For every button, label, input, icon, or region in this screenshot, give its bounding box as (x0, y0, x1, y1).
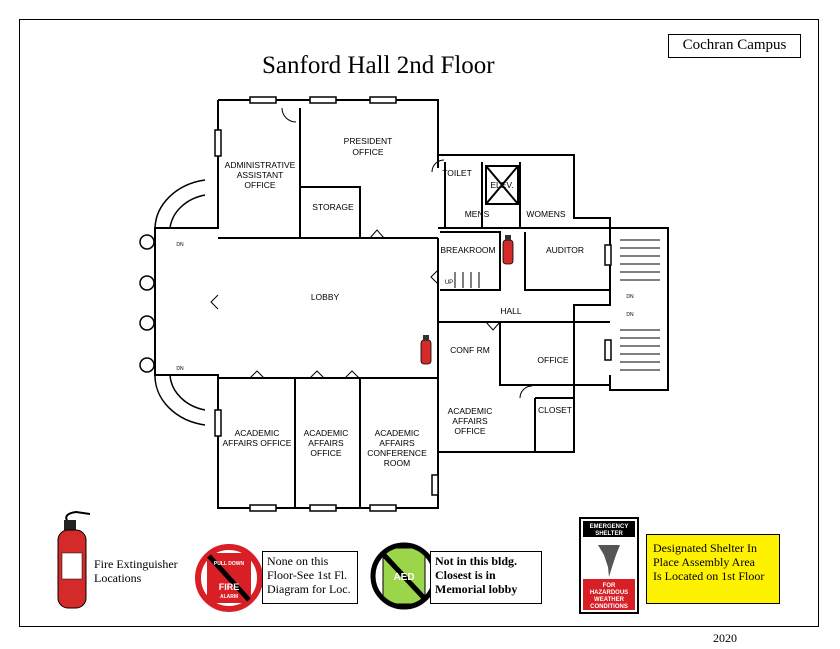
legend-extinguisher-icon (57, 510, 91, 609)
wall-main (218, 99, 439, 168)
stair-dn-label-lower-left: DN (176, 366, 184, 372)
room-hall: HALL (500, 306, 522, 316)
room-storage: STORAGE (312, 202, 354, 212)
extinguisher-marker-lobby (420, 335, 432, 365)
legend-fire-alarm-note: None on this Floor-See 1st Fl. Diagram f… (262, 551, 358, 604)
room-closet: CLOSET (538, 405, 572, 415)
svg-text:HAZARDOUS: HAZARDOUS (590, 590, 628, 596)
legend-aed-note: Not in this bldg. Closest is in Memorial… (430, 551, 542, 604)
room-elev: ELEV. (490, 180, 513, 190)
legend-aed-sign: AED (370, 542, 438, 610)
campus-label: Cochran Campus (668, 34, 801, 58)
stair-up-label: UP (445, 280, 453, 286)
svg-text:CONDITIONS: CONDITIONS (590, 604, 628, 610)
svg-text:AED: AED (393, 572, 414, 583)
room-breakroom: BREAKROOM (440, 245, 495, 255)
page-title: Sanford Hall 2nd Floor (262, 52, 495, 79)
legend-shelter-note: Designated Shelter In Place Assembly Are… (646, 534, 780, 604)
stair-dn-label-right-2: DN (626, 312, 634, 318)
room-auditor: AUDITOR (546, 245, 584, 255)
svg-text:SHELTER: SHELTER (595, 531, 623, 537)
stair-dn-label-right-1: DN (626, 294, 634, 300)
footer-year: 2020 (713, 631, 737, 645)
map-frame (19, 19, 819, 627)
extinguisher-marker-breakroom (502, 235, 514, 265)
svg-text:ALARM: ALARM (220, 594, 238, 600)
svg-text:FIRE: FIRE (219, 582, 240, 592)
legend-fire-alarm-sign: PULL DOWN FIRE ALARM (195, 544, 263, 612)
legend-shelter-sign: EMERGENCY SHELTER FOR HAZARDOUS WEATHER … (579, 517, 639, 614)
room-mens: MENS (465, 209, 490, 219)
room-toilet: TOILET (442, 168, 472, 178)
svg-text:WEATHER: WEATHER (594, 597, 625, 603)
svg-text:EMERGENCY: EMERGENCY (590, 524, 629, 530)
svg-text:PULL DOWN: PULL DOWN (214, 561, 245, 567)
room-conf-rm: CONF RM (450, 345, 490, 355)
wall-stair (609, 227, 669, 391)
wall-main-left (154, 100, 439, 509)
svg-text:FOR: FOR (603, 583, 616, 589)
room-womens: WOMENS (526, 209, 566, 219)
stair-dn-label-upper-left: DN (176, 242, 184, 248)
legend-extinguisher-label: Fire Extinguisher Locations (94, 557, 178, 585)
room-office: OFFICE (537, 355, 568, 365)
room-lobby: LOBBY (311, 292, 340, 302)
